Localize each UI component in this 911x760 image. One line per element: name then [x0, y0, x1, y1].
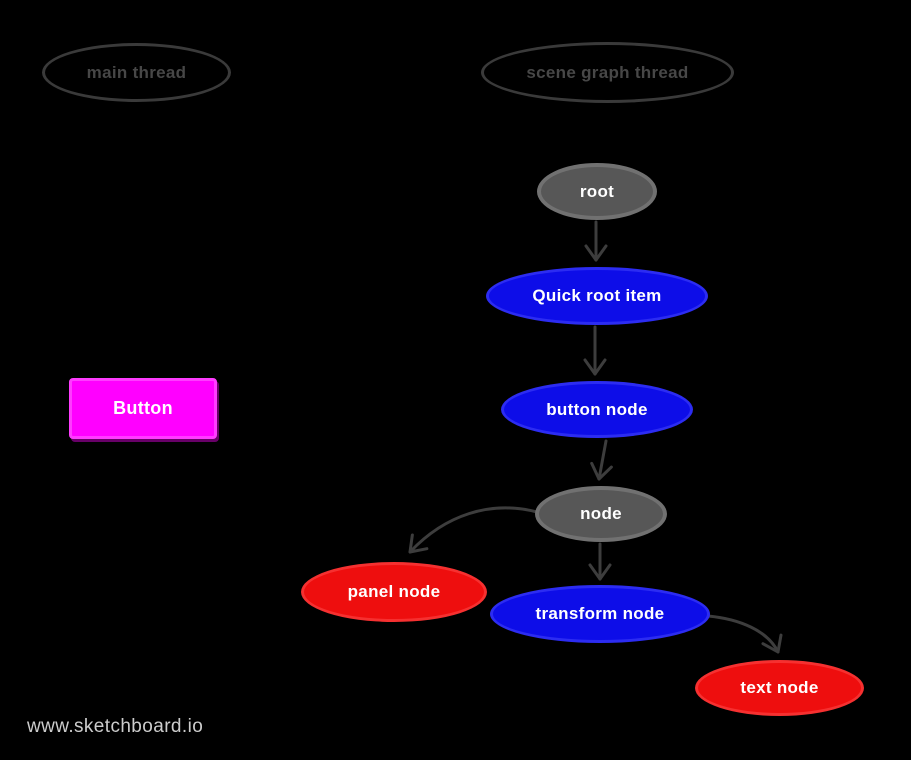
edge-button-node-to-node[interactable]: [590, 439, 613, 481]
node-quick-root-item-label: Quick root item: [532, 286, 662, 305]
node-transform-node[interactable]: transform node: [490, 585, 710, 643]
lane-main-thread[interactable]: main thread: [42, 43, 231, 102]
node-button-node[interactable]: button node: [501, 381, 693, 438]
node-quick-root-item[interactable]: Quick root item: [486, 267, 708, 325]
node-text-node[interactable]: text node: [695, 660, 864, 716]
sketchboard-watermark: www.sketchboard.io: [27, 716, 204, 737]
node-transform-node-label: transform node: [535, 604, 665, 623]
node-root-label: root: [579, 181, 615, 201]
node-root[interactable]: root: [537, 163, 657, 220]
node-node-label: node: [580, 504, 622, 523]
node-button-node-label: button node: [546, 399, 648, 419]
lane-scene-graph-thread[interactable]: scene graph thread: [481, 42, 734, 103]
node-panel-node-label: panel node: [347, 582, 441, 601]
node-node[interactable]: node: [535, 486, 667, 542]
button-shape-label: Button: [113, 398, 173, 418]
lane-scene-graph-thread-label: scene graph thread: [526, 62, 689, 82]
lane-main-thread-label: main thread: [86, 62, 187, 82]
button-shape[interactable]: Button: [69, 378, 217, 439]
edge-transform-node-to-text-node[interactable]: [706, 614, 783, 654]
edge-node-to-panel-node[interactable]: [408, 506, 539, 554]
node-panel-node[interactable]: panel node: [301, 562, 487, 622]
node-text-node-label: text node: [740, 678, 819, 697]
